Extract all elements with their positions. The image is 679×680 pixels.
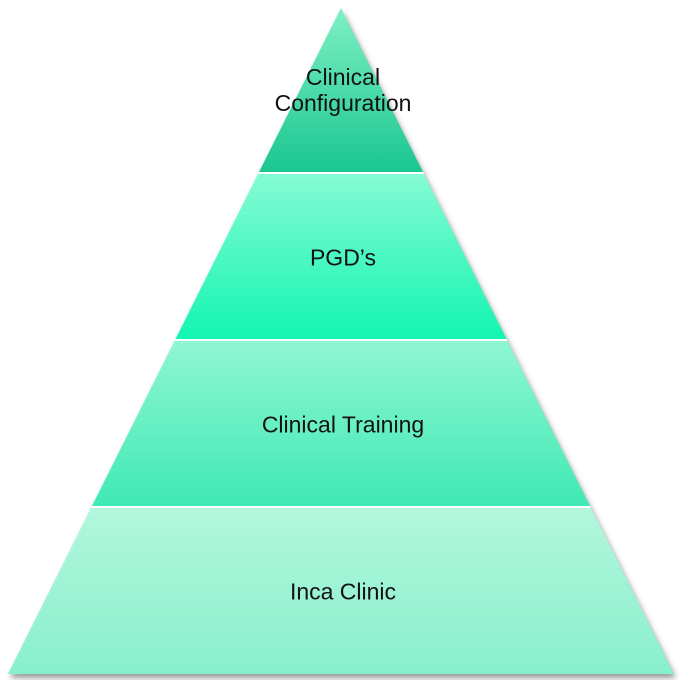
pyramid-tier-top [258,8,424,173]
tier-label-line: Clinical Training [262,412,424,438]
tier-label-upper-middle: PGD’s [310,245,376,271]
pyramid-tier-upper-middle [175,173,507,340]
pyramid-tier-lower-middle [91,340,591,507]
tier-label-line: Clinical [306,64,380,90]
tier-label-lower-middle: Clinical Training [262,412,424,438]
tier-label-base: Inca Clinic [290,579,396,605]
tier-label-line: Configuration [275,90,412,116]
pyramid-tier-base [8,507,674,674]
tier-label-line: Inca Clinic [290,579,396,605]
tier-label-line: PGD’s [310,245,376,271]
